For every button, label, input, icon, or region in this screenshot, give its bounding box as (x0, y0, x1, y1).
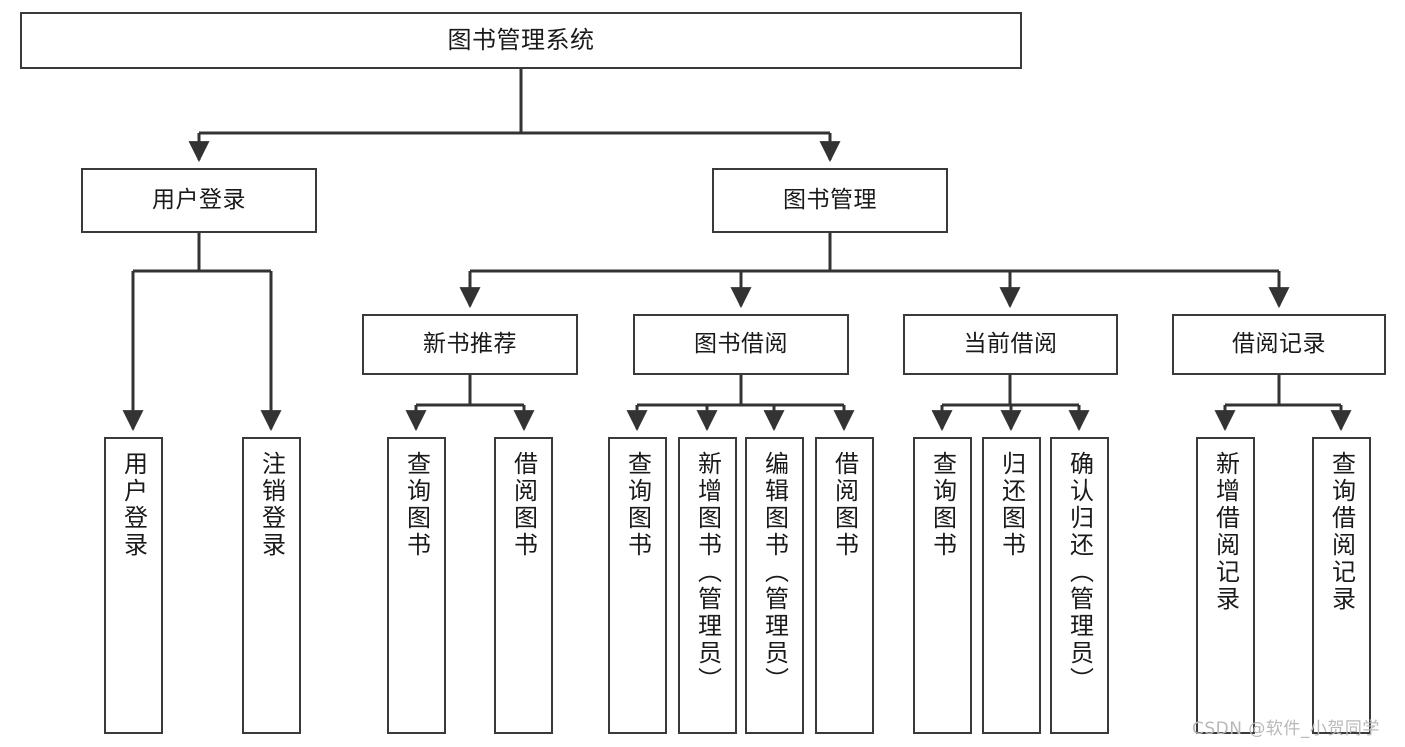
node-label: 查询图书 (928, 451, 957, 559)
node-leaf-confirm-return-admin[interactable]: 确认归还（管理员） (1050, 437, 1109, 734)
node-label: 新增借阅记录 (1211, 451, 1240, 613)
node-leaf-user-login[interactable]: 用户登录 (104, 437, 163, 734)
node-label: 确认归还（管理员） (1065, 451, 1094, 694)
node-label: 图书管理系统 (447, 26, 595, 55)
node-leaf-add-borrow-record[interactable]: 新增借阅记录 (1196, 437, 1255, 734)
node-label: 用户登录 (152, 186, 246, 213)
node-label: 图书借阅 (694, 330, 788, 357)
node-label: 当前借阅 (963, 330, 1058, 357)
node-leaf-add-book-admin[interactable]: 新增图书（管理员） (678, 437, 737, 734)
node-label: 归还图书 (997, 451, 1026, 559)
node-label: 借阅图书 (830, 451, 859, 559)
node-leaf-query-book-current[interactable]: 查询图书 (913, 437, 972, 734)
node-leaf-query-borrow-record[interactable]: 查询借阅记录 (1312, 437, 1371, 734)
node-label: 注销登录 (257, 451, 286, 559)
node-label: 借阅图书 (509, 451, 538, 559)
node-label: 图书管理 (783, 186, 877, 213)
node-leaf-borrow-book-recommend[interactable]: 借阅图书 (494, 437, 553, 734)
node-user-login[interactable]: 用户登录 (81, 168, 317, 233)
node-borrow-record[interactable]: 借阅记录 (1172, 314, 1386, 375)
node-leaf-query-book-recommend[interactable]: 查询图书 (387, 437, 446, 734)
node-label: 查询图书 (402, 451, 431, 559)
node-leaf-edit-book-admin[interactable]: 编辑图书（管理员） (745, 437, 804, 734)
node-label: 借阅记录 (1232, 330, 1326, 357)
node-label: 查询借阅记录 (1327, 451, 1356, 613)
node-leaf-borrow-book[interactable]: 借阅图书 (815, 437, 874, 734)
node-current-borrow[interactable]: 当前借阅 (903, 314, 1118, 375)
node-label: 查询图书 (623, 451, 652, 559)
node-leaf-logout[interactable]: 注销登录 (242, 437, 301, 734)
node-leaf-return-book[interactable]: 归还图书 (982, 437, 1041, 734)
node-root-book-management-system[interactable]: 图书管理系统 (20, 12, 1022, 69)
node-label: 新增图书（管理员） (693, 451, 722, 694)
node-label: 新书推荐 (423, 330, 517, 357)
node-new-book-recommend[interactable]: 新书推荐 (362, 314, 578, 375)
node-label: 编辑图书（管理员） (760, 451, 789, 694)
node-book-management[interactable]: 图书管理 (712, 168, 948, 233)
node-label: 用户登录 (119, 451, 148, 559)
csdn-watermark: CSDN @软件_小贺同学 (1192, 719, 1380, 739)
node-leaf-query-book[interactable]: 查询图书 (608, 437, 667, 734)
node-book-borrow[interactable]: 图书借阅 (633, 314, 849, 375)
